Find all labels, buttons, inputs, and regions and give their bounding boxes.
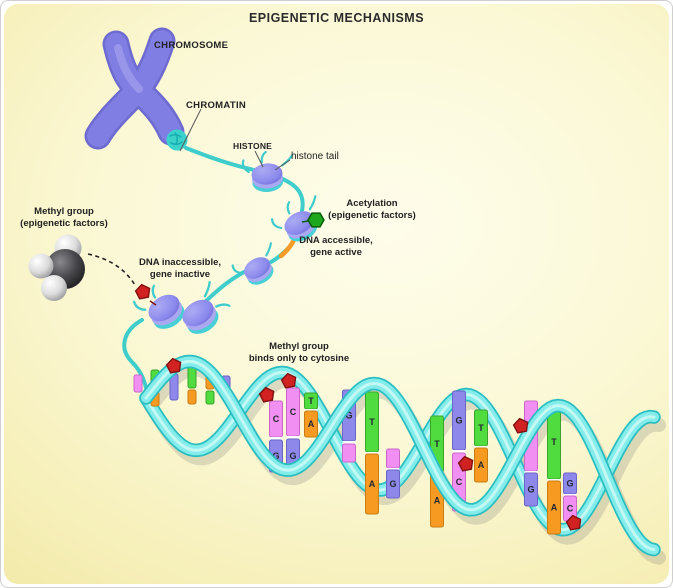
chromatin-label: CHROMATIN — [186, 100, 247, 111]
histone-tail-label: histone tail — [291, 151, 339, 162]
methyl-cytosine-label: Methyl group binds only to cytosine — [234, 341, 364, 366]
methyl-pentagon-icon — [457, 455, 474, 472]
methyl-pentagon-icon — [258, 386, 275, 403]
pair-junction — [524, 471, 538, 473]
methyl-group-label: Methyl group (epigenetic factors) — [14, 206, 114, 231]
acetylation-line1: Acetylation — [346, 198, 398, 209]
chromosome-unravel-knot — [166, 129, 188, 151]
methyl-pentagon-icon — [565, 514, 582, 531]
dna-inaccessible-label: DNA inaccessible, gene inactive — [130, 257, 230, 282]
methyl-pentagon-icon — [512, 417, 529, 434]
chromatin-strand — [122, 146, 305, 398]
base-bar-G — [524, 472, 538, 507]
pair-junction — [342, 441, 356, 444]
base-letter: T — [478, 423, 484, 433]
methyl-cytosine-line1: Methyl group — [269, 341, 329, 352]
base-bar-A — [547, 480, 561, 535]
base-bar-C — [386, 448, 400, 469]
methyl-stem — [149, 300, 157, 306]
methyl-molecule — [28, 234, 85, 301]
base-letter: G — [455, 416, 462, 426]
pair-junction — [474, 446, 488, 448]
strand-sheen — [144, 359, 656, 552]
base-bar-C — [342, 443, 356, 463]
methyl-pentagon-icon — [165, 357, 182, 374]
dna-accessible-label: DNA accessible, gene active — [288, 235, 384, 260]
base-letter: G — [527, 485, 534, 495]
base-letter: G — [566, 479, 573, 489]
base-letter: T — [369, 417, 375, 427]
base-bar-A — [365, 453, 379, 515]
base-bar-T — [205, 390, 215, 405]
helix-strand-shadow — [144, 373, 666, 545]
methyl-group-line2: (epigenetic factors) — [20, 218, 108, 230]
methyl-pentagon-icon — [134, 283, 151, 300]
base-letter: G — [389, 479, 396, 489]
base-letter: C — [290, 407, 297, 417]
pair-junction — [269, 437, 283, 440]
chromosome-label: CHROMOSOME — [154, 40, 229, 51]
methyl-group-line1: Methyl group — [34, 206, 94, 217]
methyl-pentagon-icon — [280, 372, 297, 389]
base-letter: C — [567, 504, 574, 514]
pair-junction — [452, 450, 466, 453]
methyl-pentagons — [134, 283, 582, 531]
methyl-cytosine-line2: binds only to cytosine — [248, 353, 350, 365]
acetylation-line2: (epigenetic factors) — [328, 210, 416, 222]
pair-junction — [386, 468, 400, 470]
base-bar-A — [474, 447, 488, 483]
base-letter: A — [478, 460, 485, 470]
acetyl-hexagon-icon — [301, 212, 325, 228]
base-letter: A — [308, 419, 315, 429]
dna-accessible-line2: gene active — [310, 247, 362, 259]
label-pointer-lines — [179, 108, 291, 171]
base-letter: T — [551, 437, 557, 447]
base-letter: A — [434, 496, 441, 506]
base-letter: A — [369, 479, 376, 489]
base-letter: C — [273, 414, 280, 424]
base-letter: G — [272, 451, 279, 461]
base-bar-A — [187, 389, 197, 405]
dna-accessible-line1: DNA accessible, — [299, 235, 373, 246]
base-letter: G — [289, 451, 296, 461]
chromosome-shape — [84, 27, 185, 150]
base-letter: T — [308, 396, 314, 406]
base-letter: A — [551, 503, 558, 513]
histone-1 — [241, 150, 294, 193]
base-letter: C — [456, 477, 463, 487]
dna-inaccessible-line2: gene inactive — [149, 269, 211, 281]
base-bar-C — [133, 374, 143, 393]
page-title: EPIGENETIC MECHANISMS — [248, 11, 425, 25]
pair-junction — [365, 452, 379, 454]
base-bar-G — [386, 469, 400, 499]
dna-inaccessible-line1: DNA inaccessible, — [138, 257, 222, 268]
base-bar-A — [304, 410, 318, 438]
pair-junction — [563, 494, 577, 496]
base-letter: T — [434, 439, 440, 449]
histone-3 — [231, 242, 274, 285]
histone-label: HISTONE — [233, 141, 273, 151]
histone-cluster — [133, 281, 231, 334]
methyl-dashed-pointer — [87, 253, 136, 286]
pair-junction — [304, 409, 318, 411]
pair-junction — [547, 479, 561, 481]
base-letter: G — [345, 411, 352, 421]
acetylation-label: Acetylation (epigenetic factors) — [320, 198, 424, 223]
pair-junction — [286, 436, 300, 439]
helix-front-strand — [139, 354, 661, 557]
